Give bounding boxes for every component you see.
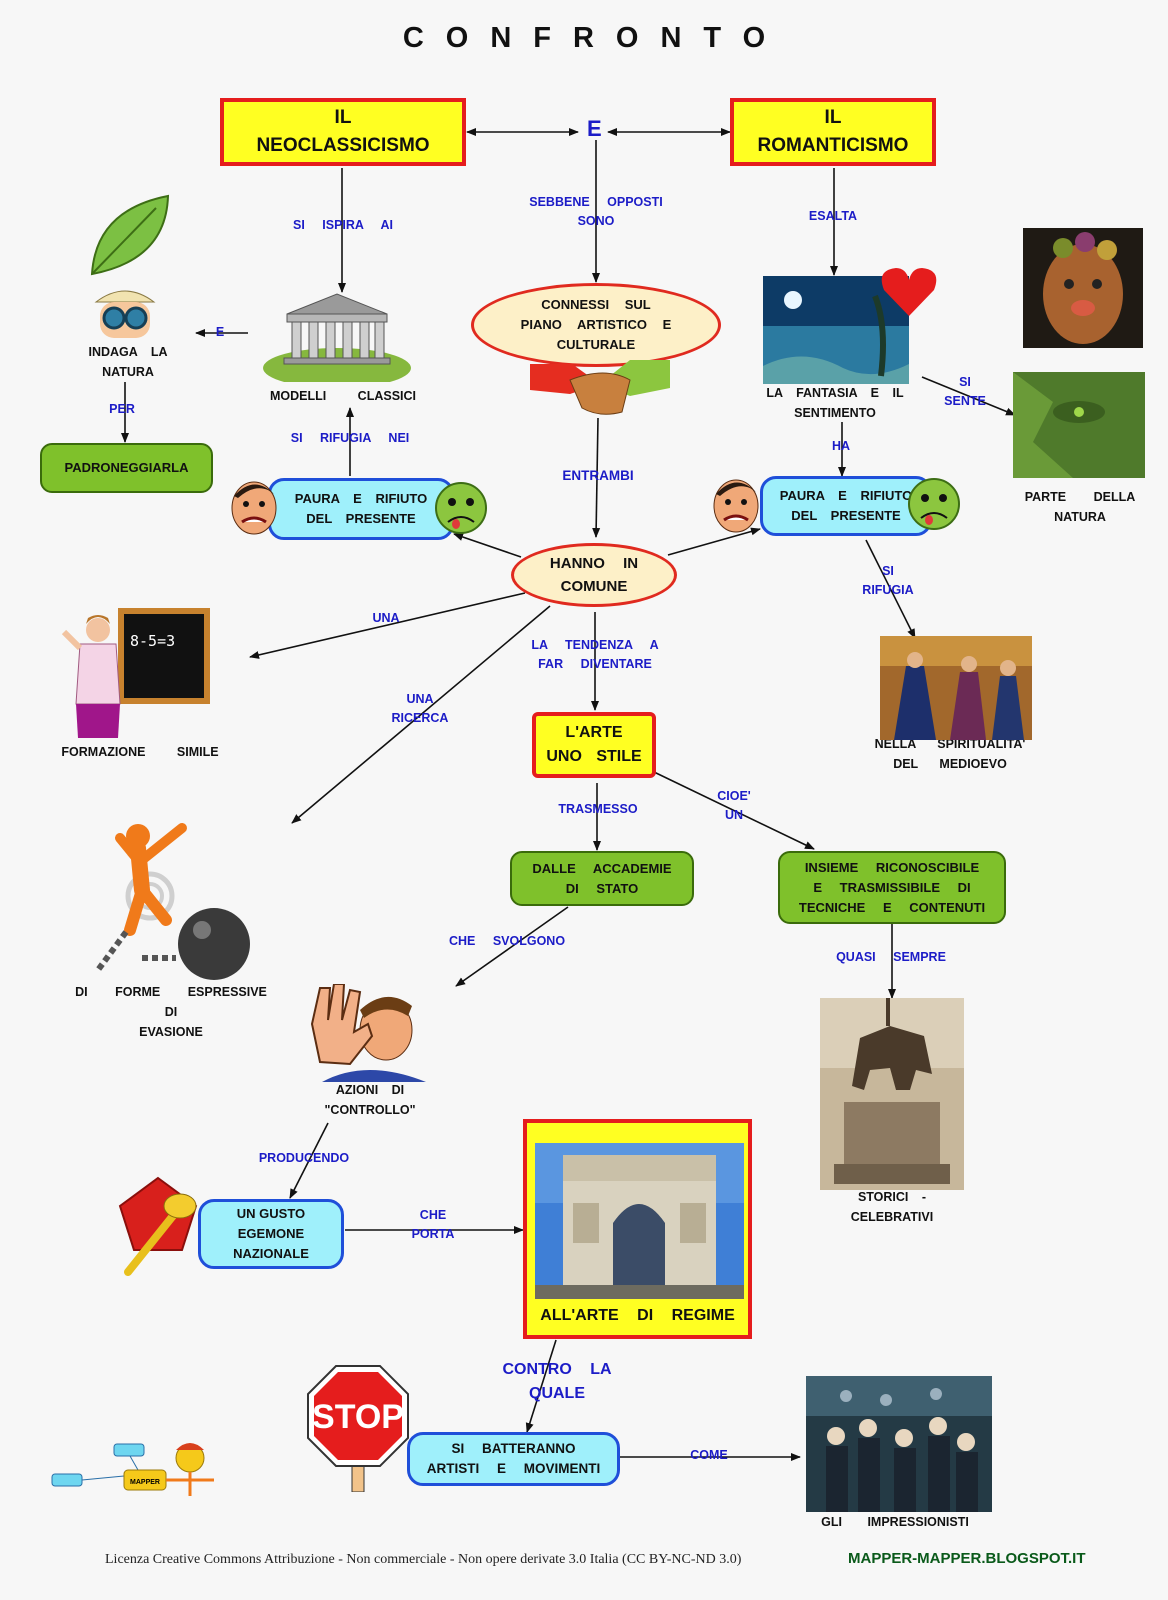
fantasy-landscape-image xyxy=(763,276,909,384)
insieme-node: INSIEME RICONOSCIBILE E TRASMISSIBILE DI… xyxy=(778,851,1006,924)
link-come: COME xyxy=(690,1448,728,1462)
link-entrambi: ENTRAMBI xyxy=(562,468,634,483)
connessi-node: CONNESSI SUL PIANO ARTISTICO E CULTURALE xyxy=(471,283,721,367)
stop-sign-icon: STOP xyxy=(307,1365,409,1492)
connector-e-label: E xyxy=(587,116,602,141)
link-contro-la-quale: CONTRO LA QUALE xyxy=(502,1361,612,1402)
link-che-svolgono: CHE SVOLGONO xyxy=(448,934,566,948)
caption-impressionisti: GLI IMPRESSIONISTI xyxy=(821,1515,969,1529)
blackboard-text: 8-5=3 xyxy=(130,632,175,650)
link-si-rifugia-nei: SI RIFUGIA NEI xyxy=(290,431,410,445)
caption-spiritualita: NELLA SPIRITUALITA' DEL MEDIOEVO xyxy=(874,737,1026,771)
green-face-image xyxy=(1013,372,1145,478)
regime-label: ALL'ARTE DI REGIME xyxy=(540,1307,735,1324)
mapper-logo-text: MAPPER xyxy=(130,1479,160,1486)
caption-storici-celebrativi: STORICI - CELEBRATIVI xyxy=(850,1190,934,1224)
teacher-blackboard-icon: 8-5=3 xyxy=(61,608,210,738)
link-si-rifugia: SI RIFUGIA xyxy=(862,564,914,597)
hanno-in-comune-node: HANNO IN COMUNE xyxy=(511,543,677,607)
paura-right-node: PAURA E RIFIUTO DEL PRESENTE xyxy=(760,476,932,536)
accademie-node: DALLE ACCADEMIE DI STATO xyxy=(510,851,694,906)
caption-fantasia: LA FANTASIA E IL SENTIMENTO xyxy=(766,386,904,420)
link-e-small: E xyxy=(215,325,225,339)
caption-forme-espressive: DI FORME ESPRESSIVE DI EVASIONE xyxy=(75,985,267,1039)
impressionist-painting-image xyxy=(806,1376,992,1512)
sick-smiley-icon-left xyxy=(435,482,487,534)
romanticismo-node: IL ROMANTICISMO xyxy=(730,98,936,166)
ruby-gavel-icon xyxy=(118,1176,198,1276)
link-tendenza: LA TENDENZA A FAR DIVENTARE xyxy=(531,638,659,671)
link-si-ispira-ai: SI ISPIRA AI xyxy=(292,218,393,232)
greek-temple-icon xyxy=(263,293,411,382)
link-una: UNA xyxy=(372,611,400,625)
batteranno-node: SI BATTERANNO ARTISTI E MOVIMENTI xyxy=(407,1432,620,1486)
worried-man-icon-right xyxy=(713,479,759,533)
paura-left-node: PAURA E RIFIUTO DEL PRESENTE xyxy=(268,478,454,540)
neoclassicismo-node: IL NEOCLASSICISMO xyxy=(220,98,466,166)
breaking-chain-figure-icon xyxy=(95,823,250,980)
arte-uno-stile-node: L'ARTE UNO STILE xyxy=(532,712,656,778)
link-cioe-un: CIOE' UN xyxy=(717,789,751,822)
license-text: Licenza Creative Commons Attribuzione - … xyxy=(105,1552,742,1567)
leaf-icon xyxy=(90,194,170,276)
medieval-painting-image xyxy=(880,636,1032,740)
link-che-porta: CHE PORTA xyxy=(411,1208,455,1241)
explorer-binoculars-icon xyxy=(94,290,156,338)
sick-smiley-icon-right xyxy=(908,478,960,530)
caption-formazione-simile: FORMAZIONE SIMILE xyxy=(61,745,219,759)
caption-indaga-natura: INDAGA LA NATURA xyxy=(88,345,168,379)
caption-modelli-classici: MODELLI CLASSICI xyxy=(269,389,417,403)
link-una-ricerca: UNA RICERCA xyxy=(391,692,449,725)
arc-de-triomphe-image xyxy=(535,1143,744,1299)
arcimboldo-portrait-image xyxy=(1023,228,1143,348)
heart-icon xyxy=(881,268,937,316)
link-esalta: ESALTA xyxy=(808,209,858,223)
caption-azioni-controllo: AZIONI DI "CONTROLLO" xyxy=(324,1083,416,1117)
blog-link[interactable]: MAPPER-MAPPER.BLOGSPOT.IT xyxy=(848,1550,1086,1567)
padroneggiarla-node: PADRONEGGIARLA xyxy=(40,443,213,493)
regime-node: ALL'ARTE DI REGIME xyxy=(523,1119,752,1339)
link-si-sente: SI SENTE xyxy=(944,375,986,408)
worried-man-icon-left xyxy=(231,481,277,535)
link-quasi-sempre: QUASI SEMPRE xyxy=(836,950,946,964)
link-ha: HA xyxy=(831,439,851,453)
handshake-icon xyxy=(530,360,670,415)
link-per: PER xyxy=(109,402,135,416)
link-producendo: PRODUCENDO xyxy=(258,1151,350,1165)
link-trasmesso: TRASMESSO xyxy=(558,802,638,816)
stop-text: STOP xyxy=(312,1398,404,1436)
link-sebbene-opposti: SEBBENE OPPOSTI SONO xyxy=(529,195,663,228)
gusto-node: UN GUSTO EGEMONE NAZIONALE xyxy=(198,1199,344,1269)
hand-stop-man-icon xyxy=(310,984,426,1082)
mapper-logo-icon: MAPPER xyxy=(51,1443,214,1496)
caption-parte-natura: PARTE DELLA NATURA xyxy=(1024,490,1136,524)
equestrian-statue-image xyxy=(820,998,964,1190)
page-title: CONFRONTO xyxy=(402,22,788,54)
